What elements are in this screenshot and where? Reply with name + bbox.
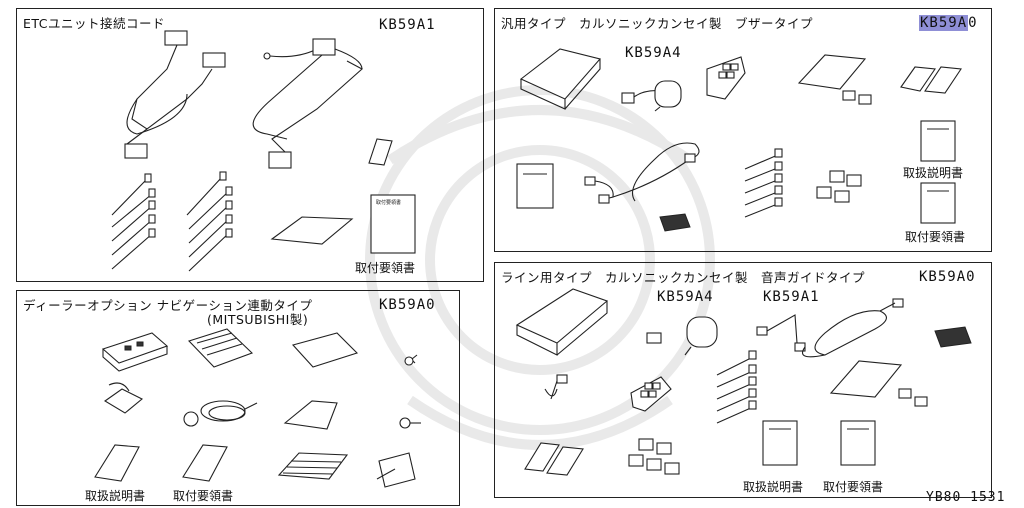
instruction-manual-caption: 取扱説明書 (743, 480, 804, 494)
highlighted-code: KB59A (919, 15, 969, 31)
panel-title: ディーラーオプション ナビゲーション連動タイプ (23, 298, 313, 313)
callout-label: KB59A4 (625, 45, 682, 61)
code-suffix: 0 (968, 15, 978, 31)
voice-kit-illustration (515, 288, 972, 476)
installation-manual-caption: 取付要領書 (823, 480, 884, 494)
instruction-manual-caption: 取扱説明書 (85, 489, 146, 503)
connector-icon (164, 30, 188, 46)
installation-manual-caption: 取付要領書 (355, 261, 416, 275)
panel-title: ライン用タイプ カルソニックカンセイ製 音声ガイドタイプ (501, 270, 866, 285)
panel-title: 汎用タイプ カルソニックカンセイ製 ブザータイプ (501, 16, 814, 31)
callout-label-a4: KB59A4 (657, 289, 714, 305)
manual-booklet-label: 取付要領書 (376, 200, 402, 206)
connector-icon (124, 143, 148, 159)
part-code: KB59A0 (919, 15, 978, 31)
panel-subtitle: (MITSUBISHI製) (207, 312, 309, 327)
buzzer-kit-illustration (516, 48, 962, 232)
connector-icon (202, 52, 226, 68)
diagram-reference-code: YB80 1531 (926, 490, 1006, 505)
part-code: KB59A0 (379, 297, 436, 313)
part-code: KB59A0 (919, 269, 976, 285)
navi-kit-illustration (94, 328, 421, 488)
instruction-manual-caption: 取扱説明書 (903, 166, 964, 180)
panel-voice-guide-type: ライン用タイプ カルソニックカンセイ製 音声ガイドタイプ KB59A0 KB59… (494, 262, 992, 498)
installation-manual-caption: 取付要領書 (905, 230, 966, 244)
callout-label-a1: KB59A1 (763, 289, 820, 305)
installation-manual-caption: 取付要領書 (173, 489, 234, 503)
panel-buzzer-type: 汎用タイプ カルソニックカンセイ製 ブザータイプ KB59A0 KB59A4 (494, 8, 992, 252)
part-code: KB59A1 (379, 17, 436, 33)
etc-cord-illustration (111, 30, 416, 272)
connector-icon (268, 151, 292, 169)
panel-navi-type: ディーラーオプション ナビゲーション連動タイプ (MITSUBISHI製) KB… (16, 290, 460, 506)
panel-title: ETCユニット接続コード (23, 16, 166, 31)
panel-etc-cord: ETCユニット接続コード KB59A1 (16, 8, 484, 282)
connector-icon (312, 38, 336, 56)
